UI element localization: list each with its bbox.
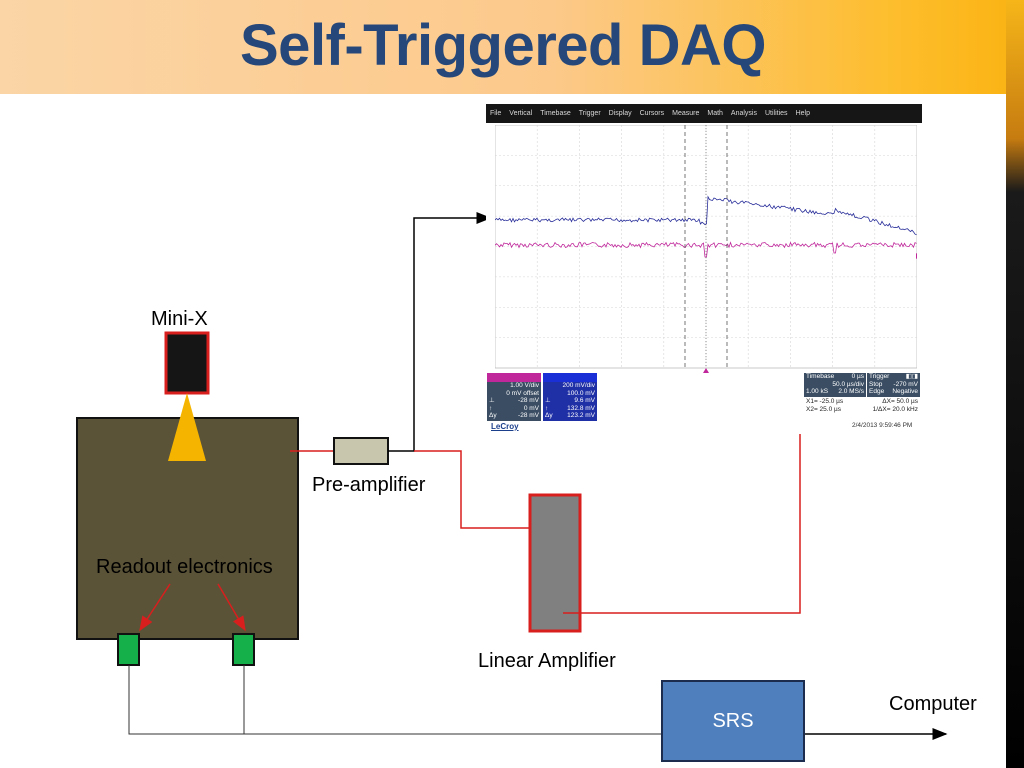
scope-menu-file[interactable]: File (490, 110, 502, 117)
ch1-offset: 0 mV offset (506, 389, 539, 397)
readout-electronics-label: Readout electronics (96, 556, 273, 578)
linear-amplifier-box (528, 493, 582, 633)
scope-menu-utilities[interactable]: Utilities (765, 110, 788, 117)
timebase-samples: 1.00 kS (806, 388, 829, 395)
timebase-rate: 2.0 MS/s (838, 388, 864, 395)
lecroy-logo: LeCroy (491, 422, 519, 431)
decorative-edge-strip (1006, 0, 1024, 768)
scope-menu-bar: File Vertical Timebase Trigger Display Cursor… (486, 104, 922, 123)
computer-label: Computer (889, 693, 977, 715)
srs-box: SRS (661, 680, 805, 762)
scope-menu-measure[interactable]: Measure (672, 110, 700, 117)
srs-label: SRS (712, 709, 754, 732)
trigger-level: -270 mV (893, 380, 918, 388)
mini-x-source (164, 331, 210, 395)
ch2-r3: 123.2 mV (567, 412, 595, 419)
ch1-r1: -28 mV (518, 397, 539, 404)
scope-timestamp: 2/4/2013 9:59:46 PM (852, 422, 913, 429)
ch2-r2: 132.8 mV (567, 404, 595, 412)
trigger-mode: Edge (869, 388, 885, 395)
trace-marker-right (916, 253, 917, 259)
cursor-f-readout: 1/ΔX= 20.0 kHz (872, 405, 918, 413)
wire-preamp-to-linear-amp (414, 450, 530, 529)
ch2-r1: 9.6 mV (574, 397, 595, 404)
scope-menu-timebase[interactable]: Timebase (540, 110, 571, 117)
scope-menu-math[interactable]: Math (707, 110, 723, 117)
arrow-to-right-connector (217, 583, 246, 632)
trigger-position-marker (703, 368, 709, 373)
cursor-x2-readout: X2= 25.0 µs (806, 405, 842, 413)
ch2-scale: 200 mV/div (562, 382, 595, 389)
timebase-value: 0 µs (851, 373, 864, 380)
linear-amplifier-label: Linear Amplifier (478, 650, 616, 672)
cursor-dx-readout: ΔX= 50.0 µs (882, 398, 918, 405)
scope-menu-display[interactable]: Display (608, 110, 632, 117)
title-banner (0, 0, 1006, 94)
scope-menu-vertical[interactable]: Vertical (509, 110, 533, 117)
cursor-x1-readout: X1= -25.0 µs (806, 398, 844, 405)
scope-menu-help[interactable]: Help (795, 110, 810, 117)
connector-right (232, 633, 255, 666)
wire-preamp-to-scope (388, 212, 492, 452)
trigger-label: Trigger (869, 373, 890, 380)
trigger-slope: Negative (892, 388, 918, 395)
x-ray-beam (168, 393, 206, 461)
arrow-to-left-connector (139, 583, 171, 632)
scope-menu-analysis[interactable]: Analysis (730, 110, 757, 117)
timebase-div: 50.0 µs/div (832, 380, 864, 388)
connector-left (117, 633, 140, 666)
ch1-r2: 0 mV (523, 404, 539, 412)
pre-amplifier-label: Pre-amplifier (312, 474, 426, 496)
scope-menu-trigger[interactable]: Trigger (578, 110, 601, 117)
mini-x-label: Mini-X (151, 308, 208, 330)
wire-left-connector-bus (128, 665, 661, 735)
timebase-panel: Timebase 0 µs 50.0 µs/div 1.00 kS 2.0 MS/s (804, 373, 866, 397)
page-title: Self-Triggered DAQ (240, 13, 766, 78)
ch1-panel: 1.00 V/div 0 mV offset ⊥-28 mV ↑0 mV Δy-… (487, 373, 541, 421)
ch2-panel: 200 mV/div 100.0 mV ⊥9.6 mV ↑132.8 mV Δy… (543, 373, 597, 421)
scope-menu-cursors[interactable]: Cursors (639, 110, 665, 117)
timebase-label: Timebase (806, 373, 835, 380)
ch2-offset: 100.0 mV (567, 389, 595, 397)
scope-screen (495, 125, 917, 373)
cursor-readout: X1= -25.0 µs ΔX= 50.0 µs X2= 25.0 µs 1/ΔX=… (804, 398, 920, 414)
ch1-r3: -28 mV (518, 412, 539, 419)
ch1-scale: 1.00 V/div (510, 382, 539, 389)
pre-amplifier-box (333, 437, 389, 465)
trigger-stop: Stop (869, 380, 883, 388)
